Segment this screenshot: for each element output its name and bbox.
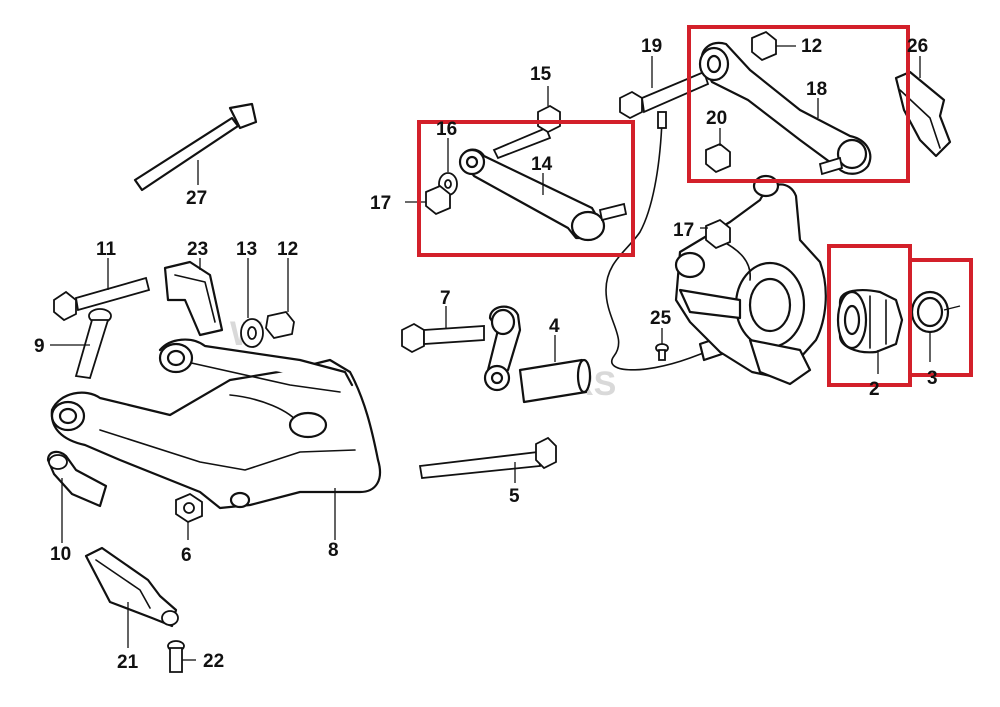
callout-19: 19 <box>641 36 662 57</box>
part-7-bolt <box>401 306 485 354</box>
part-2-bearing <box>836 289 904 374</box>
part-12-nut-left <box>265 258 295 340</box>
callout-23: 23 <box>187 239 208 260</box>
highlight-box-link-14 <box>417 120 635 257</box>
part-9-bolt <box>50 308 112 379</box>
part-5-bolt <box>418 436 557 483</box>
callout-27: 27 <box>186 188 207 209</box>
part-21-bracket <box>84 546 179 648</box>
callout-12-top: 12 <box>801 36 822 57</box>
part-23-bracket <box>163 258 224 337</box>
callout-11: 11 <box>96 239 117 260</box>
part-10-bracket <box>46 450 108 543</box>
highlight-box-circlip-3 <box>908 258 973 377</box>
callout-9: 9 <box>34 336 45 357</box>
part-19-bolt <box>619 56 710 120</box>
callout-22: 22 <box>203 651 224 672</box>
callout-25: 25 <box>650 308 672 329</box>
part-20-nut <box>705 128 731 174</box>
callout-7: 7 <box>440 288 451 309</box>
part-14-link <box>458 126 628 242</box>
part-17-nut-center <box>700 218 731 250</box>
part-25-screw <box>655 328 669 361</box>
callout-17-left: 17 <box>370 193 391 214</box>
highlight-box-arm-18 <box>687 25 910 183</box>
callout-2: 2 <box>869 379 880 400</box>
callout-15: 15 <box>530 64 552 85</box>
callout-20: 20 <box>706 108 727 129</box>
callout-10: 10 <box>50 544 71 565</box>
callout-21: 21 <box>117 652 139 673</box>
part-4-link <box>483 305 592 404</box>
part-15-nut <box>537 86 561 134</box>
part-22-bolt <box>167 640 196 673</box>
callout-4: 4 <box>549 316 560 337</box>
part-26-clip <box>894 56 952 158</box>
part-8-subframe <box>50 338 382 540</box>
callout-13: 13 <box>236 239 257 260</box>
part-6-nut <box>175 492 203 540</box>
callout-6: 6 <box>181 545 192 566</box>
callout-5: 5 <box>509 486 520 507</box>
wheel-carrier <box>674 174 827 386</box>
callout-8: 8 <box>328 540 339 561</box>
part-18-control-arm <box>698 41 872 176</box>
part-12-nut-top <box>751 30 796 62</box>
callout-17-center: 17 <box>673 220 694 241</box>
part-11-bolt <box>53 258 151 322</box>
callout-12-left: 12 <box>277 239 298 260</box>
callout-14: 14 <box>531 154 553 175</box>
callout-18: 18 <box>806 79 827 100</box>
part-13-washer <box>240 258 264 348</box>
part-17-nut-left <box>405 184 451 216</box>
part-3-circlip <box>910 290 961 362</box>
callout-3: 3 <box>927 368 938 389</box>
callout-16: 16 <box>436 119 457 140</box>
callout-26: 26 <box>907 36 928 57</box>
part-27-cable-tie <box>133 102 258 192</box>
